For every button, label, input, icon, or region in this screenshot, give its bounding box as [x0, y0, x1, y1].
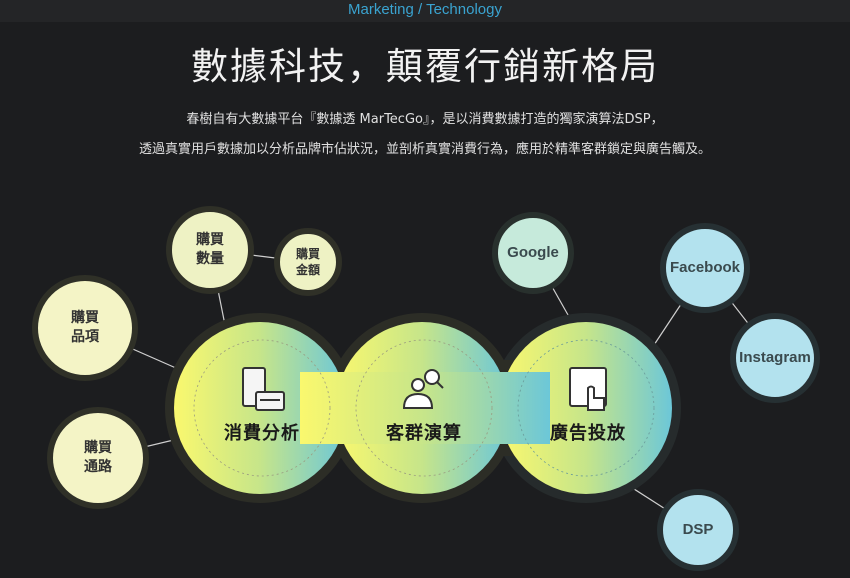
node-line: 購買: [71, 310, 99, 327]
phone-payment-icon: [242, 367, 285, 411]
node-line: 品項: [71, 329, 99, 345]
node-instagram: Instagram: [739, 348, 811, 366]
node-purchase-item: 購買品項: [71, 309, 99, 347]
description-line-2: 透過真實用戶數據加以分析品牌市佔狀況，並剖析真實消費行為，應用於精準客群鎖定與廣…: [138, 142, 711, 157]
node-dsp: DSP: [682, 520, 714, 538]
dashed-rings: [193, 339, 655, 477]
tablet-touch-icon: [569, 367, 607, 411]
node-line: 購買: [295, 246, 321, 261]
node-line: 數量: [196, 251, 224, 267]
node-facebook: Facebook: [669, 258, 741, 276]
core-label-analysis: 消費分析: [224, 422, 300, 444]
top-bar: [0, 0, 850, 22]
node-line: 購買: [84, 440, 112, 457]
node-circles: [32, 206, 820, 571]
users-search-icon: [402, 369, 444, 409]
node-line: 購買: [196, 232, 224, 249]
node-line: 金額: [295, 263, 321, 277]
node-purchase-amount: 購買金額: [296, 246, 320, 278]
node-purchase-quantity: 購買數量: [196, 231, 224, 269]
category-label: Marketing / Technology: [348, 1, 502, 18]
description-line-1: 春樹自有大數據平台『數據透 MarTecGo』，是以消費數據打造的獨家演算法DS…: [186, 112, 664, 127]
node-line: 通路: [84, 459, 112, 475]
node-google: Google: [507, 243, 559, 261]
core-label-audience: 客群演算: [386, 422, 462, 444]
node-purchase-channel: 購買通路: [84, 439, 112, 477]
page-title: 數據科技，顛覆行銷新格局: [191, 45, 659, 88]
core-label-ads: 廣告投放: [550, 422, 626, 444]
core-shape: [174, 322, 672, 494]
